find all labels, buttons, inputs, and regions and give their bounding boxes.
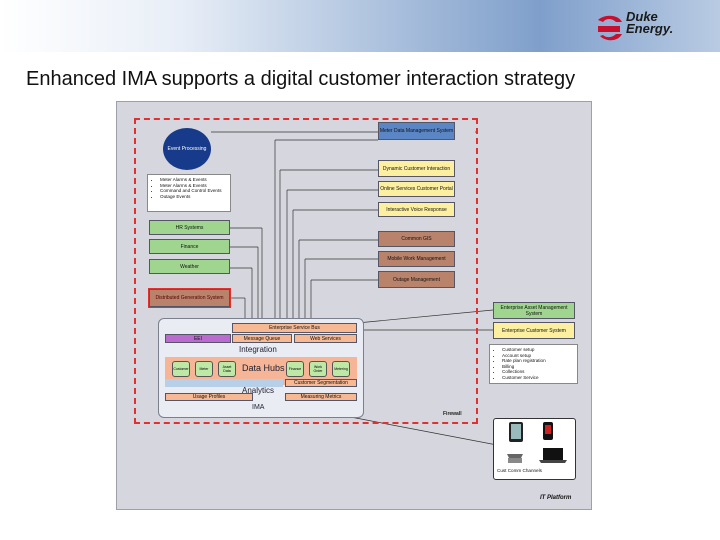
logo-line-1: Duke xyxy=(626,9,658,24)
customer-bullet: Rate plan registration xyxy=(502,358,575,364)
hr-systems-box: HR Systems xyxy=(149,220,230,235)
esb-tag: EEI xyxy=(165,334,231,343)
dynamic-customer-interaction-box: Dynamic Customer Interaction xyxy=(378,160,455,177)
customer-bullets: Customer setup Account setup Rate plan r… xyxy=(489,344,578,384)
meter-data-management-box: Meter Data Management System xyxy=(378,122,455,140)
analytics-label: Analytics xyxy=(242,386,275,395)
finance-box: Finance xyxy=(149,239,230,254)
metering-cylinder: Metering xyxy=(332,361,350,377)
asset-data-cylinder: Asset Data xyxy=(218,361,236,377)
web-services-box: Web Services xyxy=(294,334,357,343)
customer-bullet: Customer Service xyxy=(502,375,575,381)
slide-title: Enhanced IMA supports a digital customer… xyxy=(26,68,576,90)
logo-wordmark: Duke Energy. xyxy=(626,9,674,36)
usage-profiles-box: Usage Profiles xyxy=(165,393,253,401)
event-bullet: Outage Events xyxy=(160,194,228,200)
utility-boundary xyxy=(134,118,478,424)
customer-bullet: Customer setup xyxy=(502,347,575,353)
event-bullets: Meter Alarms & Events Meter Alarms & Eve… xyxy=(147,174,231,212)
customer-bullet: Collections xyxy=(502,369,575,375)
firewall-label: Firewall xyxy=(443,411,462,417)
enterprise-service-bus: Enterprise Service Bus xyxy=(232,323,357,333)
logo-line-2: Energy. xyxy=(626,21,674,36)
event-bullet: Meter Alarms & Events xyxy=(160,177,228,183)
finance-data-cylinder: Finance xyxy=(286,361,304,377)
enterprise-asset-management-box: Enterprise Asset Management System xyxy=(493,302,575,319)
measuring-metrics-box: Measuring Metrics xyxy=(285,393,357,401)
customer-segmentation-box: Customer Segmentation xyxy=(285,379,357,387)
customer-data-cylinder: Customer xyxy=(172,361,190,377)
event-bullet: Command and Control Events xyxy=(160,188,228,194)
mobile-work-management-box: Mobile Work Management xyxy=(378,251,455,267)
outage-management-box: Outage Management xyxy=(378,271,455,288)
customer-bullet: Billing xyxy=(502,364,575,370)
it-platform-label: IT Platform xyxy=(540,495,572,501)
integration-label: Integration xyxy=(239,345,277,354)
weather-box: Weather xyxy=(149,259,230,274)
enterprise-customer-system-box: Enterprise Customer System xyxy=(493,322,575,339)
duke-energy-logo xyxy=(598,15,622,41)
interactive-voice-response-box: Interactive Voice Response xyxy=(378,202,455,217)
ima-label: IMA xyxy=(252,404,265,411)
work-order-cylinder: Work Order xyxy=(309,361,327,377)
distributed-generation-box: Distributed Generation System xyxy=(148,288,231,308)
customer-bullet: Account setup xyxy=(502,353,575,359)
telephone-icon xyxy=(507,454,523,458)
analytics-band-top xyxy=(165,379,283,387)
comm-channels-label: Cust Comm Channels xyxy=(497,468,542,473)
event-processing-node: Event Processing xyxy=(163,128,211,170)
common-gis-box: Common GIS xyxy=(378,231,455,247)
laptop-icon xyxy=(543,448,563,460)
event-bullet: Meter Alarms & Events xyxy=(160,183,228,189)
meter-data-cylinder: Meter xyxy=(195,361,213,377)
message-queue-box: Message Queue xyxy=(232,334,292,343)
online-services-portal-box: Online Services Customer Portal xyxy=(378,181,455,197)
data-hubs-label: Data Hubs xyxy=(242,363,285,373)
device-icons xyxy=(507,422,567,463)
